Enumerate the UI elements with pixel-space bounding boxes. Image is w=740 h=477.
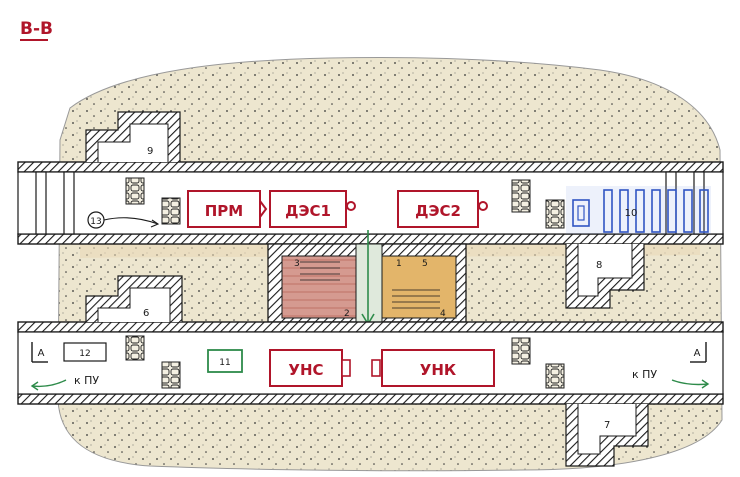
room-number: 12 — [79, 349, 90, 359]
equipment-label: ДЭС1 — [285, 202, 331, 220]
equipment-des2: ДЭС2 — [397, 190, 488, 228]
stone-pillar — [511, 179, 531, 213]
room-10-cabinets: 10 — [566, 186, 711, 234]
equipment-11: 11 — [207, 349, 243, 373]
room-number: 11 — [219, 358, 230, 368]
central-stair-block: 1 2 3 4 5 — [267, 230, 467, 326]
stone-pillar — [161, 197, 181, 225]
chamber-7: 7 — [565, 404, 649, 467]
room-number: 8 — [596, 260, 602, 271]
equipment-label: ДЭС2 — [415, 202, 461, 220]
exit-label: к ПУ — [74, 374, 99, 387]
room-number: 7 — [604, 420, 610, 431]
section-mark-label: А — [38, 348, 45, 359]
chamber-9: 9 — [85, 111, 181, 162]
stone-pillar — [511, 337, 531, 365]
room-12-box: 12 — [63, 342, 107, 362]
room-number: 10 — [625, 208, 638, 219]
room-13-marker: 13 — [87, 211, 160, 229]
room-number: 5 — [422, 259, 428, 269]
section-title: B-B — [20, 19, 53, 39]
section-marker-right: А — [690, 342, 707, 363]
room-number: 4 — [440, 309, 446, 319]
equipment-label: ПРМ — [205, 202, 243, 220]
section-marker-left: А — [31, 342, 48, 363]
stone-pillar — [125, 335, 145, 361]
chamber-8: 8 — [565, 244, 645, 309]
room-number: 2 — [344, 309, 350, 319]
equipment-prm: ПРМ — [187, 190, 268, 228]
room-number: 3 — [294, 259, 300, 269]
exit-label: к ПУ — [632, 368, 657, 381]
equipment-uns: УНС — [269, 349, 351, 387]
stone-pillar — [125, 177, 145, 205]
equipment-label: УНК — [420, 361, 457, 379]
lower-tunnel — [17, 321, 724, 405]
equipment-unk: УНК — [371, 349, 495, 387]
room-number: 13 — [90, 217, 101, 227]
exit-right: к ПУ — [632, 368, 710, 389]
room-number: 6 — [143, 308, 149, 319]
equipment-label: УНС — [288, 361, 323, 379]
equipment-des1: ДЭС1 — [269, 190, 356, 228]
chamber-6: 6 — [85, 275, 183, 322]
upper-tunnel — [17, 161, 724, 245]
room-number: 1 — [396, 259, 402, 269]
stone-pillar — [545, 363, 565, 389]
stone-pillar — [161, 361, 181, 389]
room-number: 9 — [147, 146, 153, 157]
stone-pillar — [545, 199, 565, 229]
exit-left: к ПУ — [30, 374, 99, 391]
section-mark-label: А — [694, 348, 701, 359]
